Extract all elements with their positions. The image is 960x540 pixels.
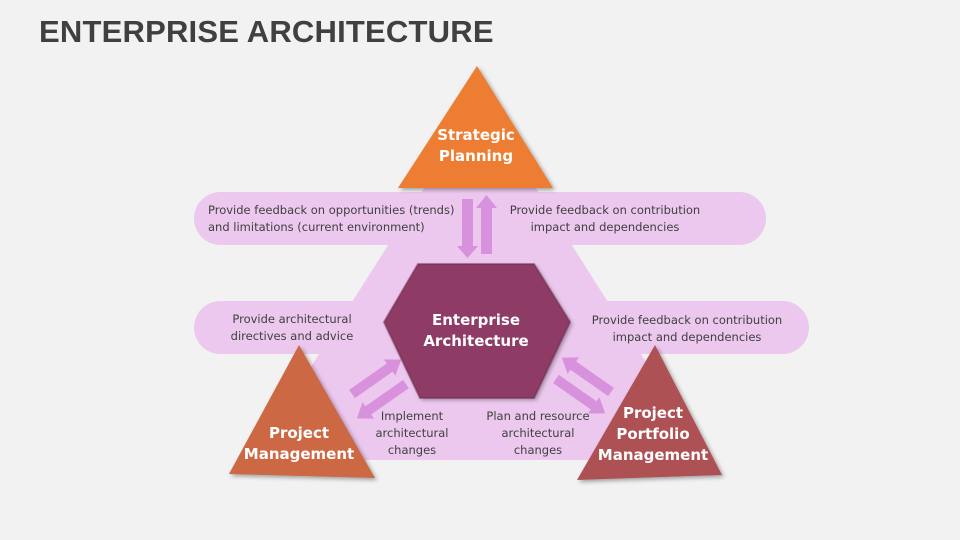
strategic-line2: Planning — [438, 147, 514, 165]
project-line1: Project — [268, 424, 330, 442]
flow-top-right: Provide feedback on contribution impact … — [505, 202, 705, 236]
flow-mid-left: Provide architectural directives and adv… — [212, 311, 372, 345]
page-title: ENTERPRISE ARCHITECTURE — [39, 14, 494, 49]
flow-bottom-left-line2: architectural — [375, 426, 449, 440]
strategic-line1: Strategic — [437, 126, 515, 144]
flow-bottom-left-line1: Implement — [380, 409, 444, 423]
flow-top-right-line2: impact and dependencies — [530, 220, 680, 234]
enterprise-architecture-label: Enterprise Architecture — [416, 310, 536, 352]
arrow-up-icon — [476, 195, 497, 254]
flow-top-left-line2: and limitations (current environment) — [208, 220, 425, 234]
portfolio-line1: Project — [622, 404, 684, 422]
center-line1: Enterprise — [431, 311, 521, 329]
center-line2: Architecture — [423, 332, 529, 350]
flow-bottom-right-line2: architectural — [501, 426, 575, 440]
center-hexagon — [384, 264, 570, 398]
flow-mid-right: Provide feedback on contribution impact … — [587, 312, 787, 346]
flow-mid-right-line2: impact and dependencies — [612, 330, 762, 344]
flow-bottom-left: Implement architectural changes — [362, 408, 462, 459]
arrow-down-right-icon — [553, 374, 606, 414]
arrow-up-left-icon — [561, 357, 614, 397]
arrow-down-left-icon — [356, 379, 409, 419]
portfolio-line3: Management — [597, 446, 709, 464]
arrow-down-icon — [457, 199, 478, 258]
strategic-planning-triangle — [398, 66, 553, 188]
project-management-triangle — [229, 345, 375, 478]
portfolio-management-label: Project Portfolio Management — [593, 403, 713, 466]
strategic-planning-label: Strategic Planning — [416, 125, 536, 167]
flow-bottom-right-line1: Plan and resource — [486, 409, 590, 423]
project-line2: Management — [243, 445, 355, 463]
portfolio-line2: Portfolio — [616, 425, 690, 443]
center-hexagon-inner-shade — [382, 263, 572, 399]
project-management-label: Project Management — [239, 423, 359, 465]
arrow-up-right-icon — [349, 359, 402, 399]
portfolio-management-triangle — [577, 345, 722, 480]
flow-bottom-right-line3: changes — [513, 443, 563, 457]
flow-top-right-line1: Provide feedback on contribution — [509, 203, 701, 217]
flow-bottom-left-line3: changes — [387, 443, 437, 457]
flow-top-left: Provide feedback on opportunities (trend… — [208, 202, 454, 236]
flow-mid-right-line1: Provide feedback on contribution — [591, 313, 783, 327]
flow-mid-left-line2: directives and advice — [230, 329, 354, 343]
flow-top-left-line1: Provide feedback on opportunities (trend… — [208, 203, 455, 217]
flow-bottom-right: Plan and resource architectural changes — [478, 408, 598, 459]
flow-mid-left-line1: Provide architectural — [232, 312, 352, 326]
band-top — [194, 192, 766, 245]
